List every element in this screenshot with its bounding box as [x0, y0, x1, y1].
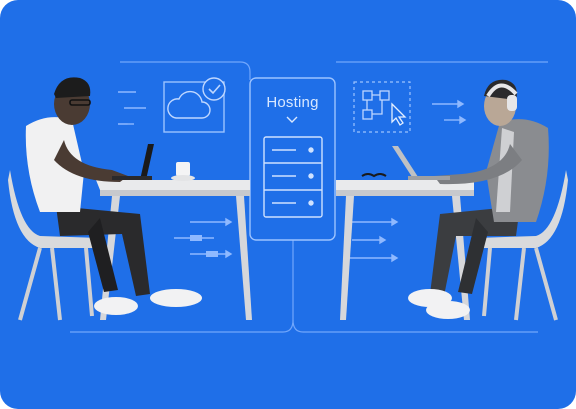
right-desk [336, 180, 474, 320]
hosting-title: Hosting [266, 94, 319, 111]
hosting-panel [249, 77, 336, 241]
arrow-right-icon [346, 217, 399, 263]
connector-lines [70, 61, 548, 333]
person-right-illustration [361, 79, 568, 321]
cloud-check-icon [163, 77, 226, 133]
decor-dashes-left [118, 91, 146, 125]
sitemap-cursor-icon [353, 81, 411, 133]
arrow-right-icon [432, 99, 467, 125]
person-left-illustration [8, 77, 202, 321]
chevron-down-icon [286, 116, 298, 123]
arrow-right-icon [174, 217, 233, 259]
server-stack-icon [263, 136, 323, 218]
